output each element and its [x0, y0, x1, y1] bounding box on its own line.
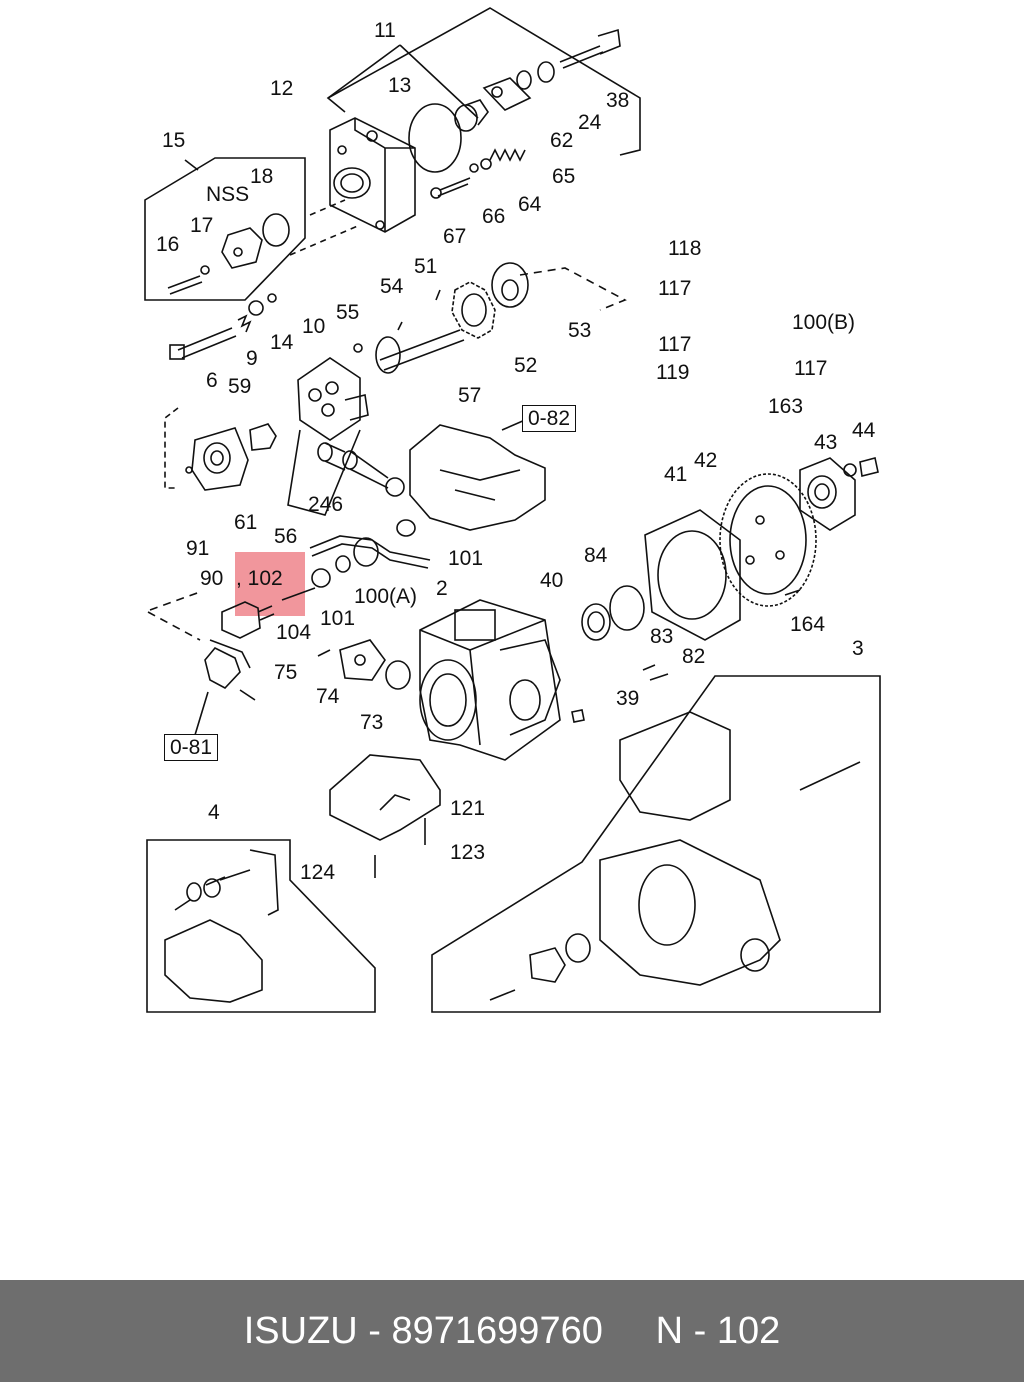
label-10: 10	[302, 315, 326, 338]
label-43: 43	[814, 431, 838, 454]
label-18: 18	[250, 165, 274, 188]
ref-box-0-82: 0-82	[522, 405, 577, 432]
label-83: 83	[650, 625, 674, 648]
label-102-highlighted: , 102	[236, 567, 283, 590]
pin-59	[249, 423, 277, 451]
label-16: 16	[156, 233, 180, 256]
o-ring-13	[408, 103, 462, 173]
label-164: 164	[790, 613, 826, 636]
label-13: 13	[388, 74, 412, 97]
label-104: 104	[276, 621, 312, 644]
label-6: 6	[206, 369, 218, 392]
label-9: 9	[246, 347, 258, 370]
label-17: 17	[190, 214, 214, 237]
label-2: 2	[436, 577, 448, 600]
group-15-box	[144, 157, 306, 301]
label-57: 57	[458, 384, 482, 407]
label-119: 119	[656, 361, 690, 384]
label-53: 53	[568, 319, 592, 342]
label-66: 66	[482, 205, 506, 228]
label-52: 52	[514, 354, 538, 377]
label-246: 246	[308, 493, 344, 516]
label-67: 67	[443, 225, 467, 248]
cover-housing	[329, 117, 416, 233]
label-82: 82	[682, 645, 706, 668]
label-101-lower: 101	[320, 607, 356, 630]
label-44: 44	[852, 419, 876, 442]
label-59: 59	[228, 375, 252, 398]
label-118: 118	[668, 237, 702, 260]
diagram-drawing	[144, 7, 881, 1013]
group-11-bracket	[327, 7, 641, 156]
label-100b: 100(B)	[792, 311, 856, 334]
label-163: 163	[768, 395, 804, 418]
label-117-mid: 117	[658, 333, 692, 356]
label-12: 12	[270, 77, 294, 100]
label-91: 91	[186, 537, 210, 560]
label-4: 4	[208, 801, 220, 824]
label-100a: 100(A)	[354, 585, 418, 608]
label-51: 51	[414, 255, 438, 278]
label-90: 90	[200, 567, 224, 590]
footer-part-text: ISUZU - 8971699760 N - 102	[243, 1309, 781, 1352]
label-38: 38	[606, 89, 630, 112]
label-62: 62	[550, 129, 574, 152]
label-117-top: 117	[658, 277, 692, 300]
label-40: 40	[540, 569, 564, 592]
label-64: 64	[518, 193, 542, 216]
label-65: 65	[552, 165, 576, 188]
label-11: 11	[374, 19, 396, 42]
label-117-right: 117	[794, 357, 828, 380]
label-42: 42	[694, 449, 718, 472]
label-124: 124	[300, 861, 336, 884]
ref-box-0-81: 0-81	[164, 734, 219, 761]
label-101-upper: 101	[448, 547, 484, 570]
part-number-footer: ISUZU - 8971699760 N - 102	[0, 1280, 1024, 1382]
label-121: 121	[450, 797, 486, 820]
label-84: 84	[584, 544, 608, 567]
label-14: 14	[270, 331, 294, 354]
label-73: 73	[360, 711, 384, 734]
highlighted-part-marker	[235, 552, 305, 616]
label-15: 15	[162, 129, 186, 152]
label-61: 61	[234, 511, 258, 534]
label-3: 3	[852, 637, 864, 660]
label-39: 39	[616, 687, 640, 710]
label-75: 75	[274, 661, 298, 684]
label-41: 41	[664, 463, 688, 486]
label-74: 74	[316, 685, 340, 708]
label-nss: NSS	[206, 183, 250, 206]
pump-housing	[419, 599, 561, 761]
label-123: 123	[450, 841, 486, 864]
label-55: 55	[336, 301, 360, 324]
label-56: 56	[274, 525, 298, 548]
group-3-box	[431, 675, 881, 1013]
label-54: 54	[380, 275, 404, 298]
group-4-box	[146, 839, 376, 1013]
exploded-parts-diagram: 11 12 13 15 NSS 18 17 16 38 24 62 65 64 …	[144, 7, 881, 1013]
label-24: 24	[578, 111, 602, 134]
